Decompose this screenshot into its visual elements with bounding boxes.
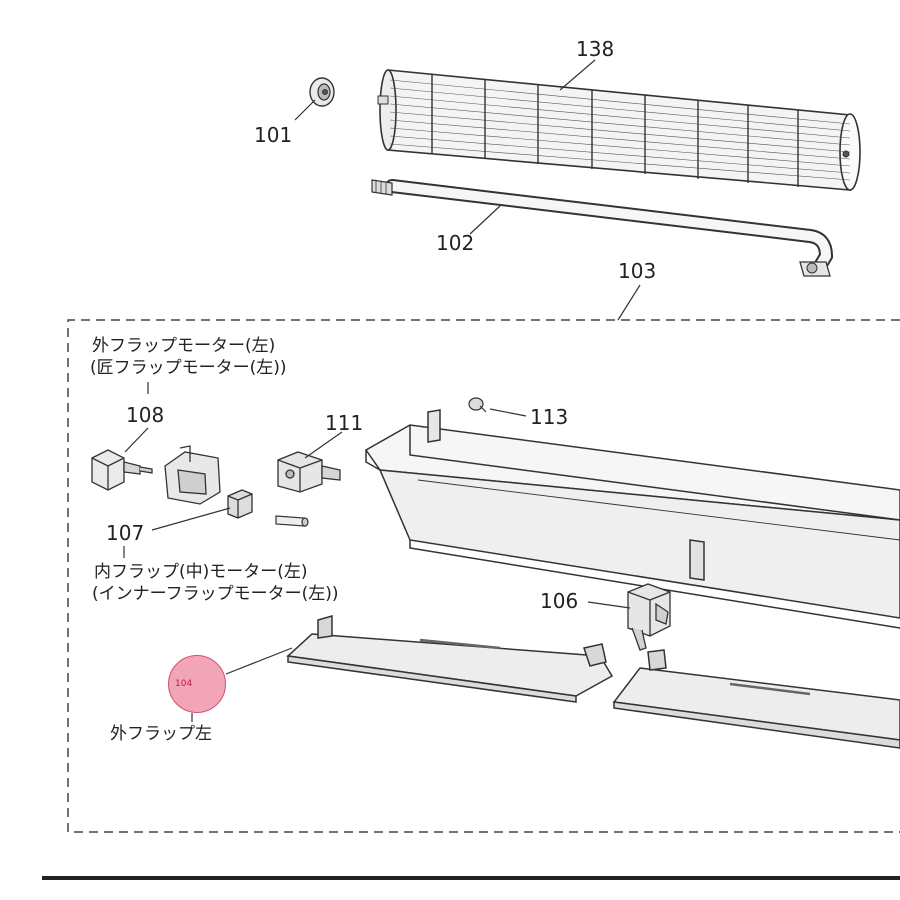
part-138-crossflow-fan[interactable]	[377, 69, 861, 191]
callout-101: 101	[254, 123, 293, 147]
leader-107	[151, 507, 231, 531]
selected-part-number: 104	[175, 679, 193, 689]
leader-102	[469, 205, 501, 235]
part-motor-bracket[interactable]	[164, 445, 221, 505]
leader-113	[489, 408, 527, 417]
leader-111	[304, 431, 343, 459]
caption-inner-flap-motor-left: 内フラップ(中)モーター(左)	[94, 562, 308, 582]
caption-inner-flap-motor-left-alt: (インナーフラップモーター(左))	[92, 584, 339, 604]
leader-106	[587, 601, 631, 609]
part-111-flap-motor[interactable]	[277, 451, 341, 493]
caption-outer-flap-motor-left: 外フラップモーター(左)	[92, 336, 276, 356]
callout-113: 113	[530, 405, 569, 429]
part-106-inner-flap-motor[interactable]	[627, 583, 671, 651]
assembly-group-boundary	[67, 319, 900, 833]
part-flap-housing[interactable]	[364, 409, 900, 629]
part-113-screw[interactable]	[468, 397, 487, 413]
callout-108: 108	[126, 403, 165, 427]
part-102-pipe[interactable]	[371, 179, 834, 277]
callout-107: 107	[106, 521, 145, 545]
callout-138: 138	[576, 37, 615, 61]
callout-103: 103	[618, 259, 657, 283]
caption-outer-flap-motor-left-alt: (匠フラップモーター(左))	[90, 358, 287, 378]
part-101-bearing[interactable]	[309, 77, 335, 107]
part-outer-flap-right[interactable]	[612, 649, 900, 749]
leader-104	[225, 647, 293, 675]
callout-106: 106	[540, 589, 579, 613]
part-107-flap-motor-cap[interactable]	[227, 489, 253, 519]
callout-111: 111	[325, 411, 364, 435]
leader-108	[124, 427, 149, 453]
leader-138	[559, 59, 596, 91]
part-108-outer-flap-motor[interactable]	[91, 449, 153, 491]
leader-103	[617, 284, 641, 321]
callout-102: 102	[436, 231, 475, 255]
selected-part-marker[interactable]: 104	[168, 655, 226, 713]
leader-101	[294, 99, 316, 121]
caption-outer-flap-left: 外フラップ左	[110, 724, 212, 744]
part-shaft-pin[interactable]	[275, 515, 309, 527]
part-104-outer-flap-left[interactable]	[286, 615, 614, 703]
